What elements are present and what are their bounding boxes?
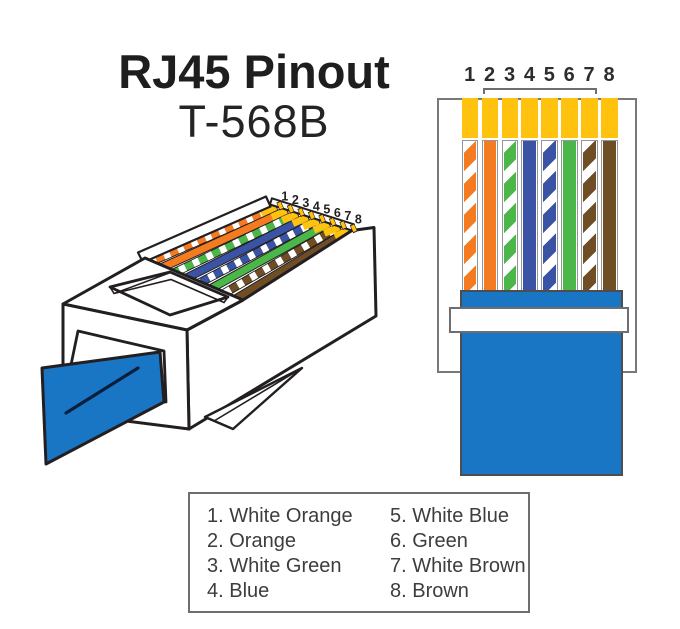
iso-pin-number-7: 7 [344,209,351,223]
pin-contact-1 [461,98,479,138]
wire-3-white-green [501,140,518,292]
legend-item: 2. Orange [207,530,296,552]
legend-column-right: 5. White Blue 6. Green 7. White Brown 8. Br… [390,504,526,604]
legend-column-left: 1. White Orange 2. Orange 3. White Green 4.… [207,504,353,604]
pin-number-8: 8 [603,64,615,86]
legend-item: 7. White Brown [390,555,526,577]
wire-8-brown [601,140,618,292]
wire-4-blue [521,140,538,292]
top-hole-depth-lines [109,271,229,304]
page-title: RJ45 Pinout [118,45,390,98]
pin-number-2: 2 [484,64,496,86]
pin-contact-5 [541,98,558,138]
legend-item: 1. White Orange [207,505,353,527]
wire-5-white-blue [541,140,558,292]
legend-item: 4. Blue [207,580,270,602]
latch-clip [203,366,304,431]
legend-box: 1. White Orange 2. Orange 3. White Green 4.… [188,492,530,613]
pin-number-1: 1 [464,64,476,86]
pin-contact-2 [481,98,499,138]
iso-pin-number-1: 1 [281,190,288,204]
wire-1-white-orange [461,140,479,292]
legend-item: 5. White Blue [390,505,509,527]
pin-group-bracket [483,88,597,94]
wire-6-green [561,140,578,292]
iso-pin-number-4: 4 [313,199,320,213]
pin-number-6: 6 [563,64,575,86]
pin-number-7: 7 [583,64,595,86]
strain-relief-bar [448,307,629,333]
pin-contact-8 [601,98,618,138]
legend-item: 8. Brown [390,580,469,602]
legend-item: 3. White Green [207,555,342,577]
iso-pin-number-2: 2 [292,193,299,207]
iso-pin-number-8: 8 [355,212,362,226]
wires-3d [147,202,353,303]
pin-number-3: 3 [503,64,516,86]
iso-pin-number-5: 5 [323,203,330,217]
iso-pin-number-3: 3 [302,196,309,210]
cable-3d [40,350,166,466]
pin-contact-3 [501,98,518,138]
pin-contact-6 [561,98,578,138]
iso-pin-number-6: 6 [334,206,341,220]
legend-item: 6. Green [390,530,468,552]
pin-number-4: 4 [523,64,535,86]
wire-2-orange [481,140,499,292]
wire-7-white-brown [581,140,598,292]
pin-number-5: 5 [543,64,555,86]
pin-contact-4 [521,98,538,138]
page-subtitle: T-568B [178,96,330,147]
pin-contact-7 [581,98,598,138]
